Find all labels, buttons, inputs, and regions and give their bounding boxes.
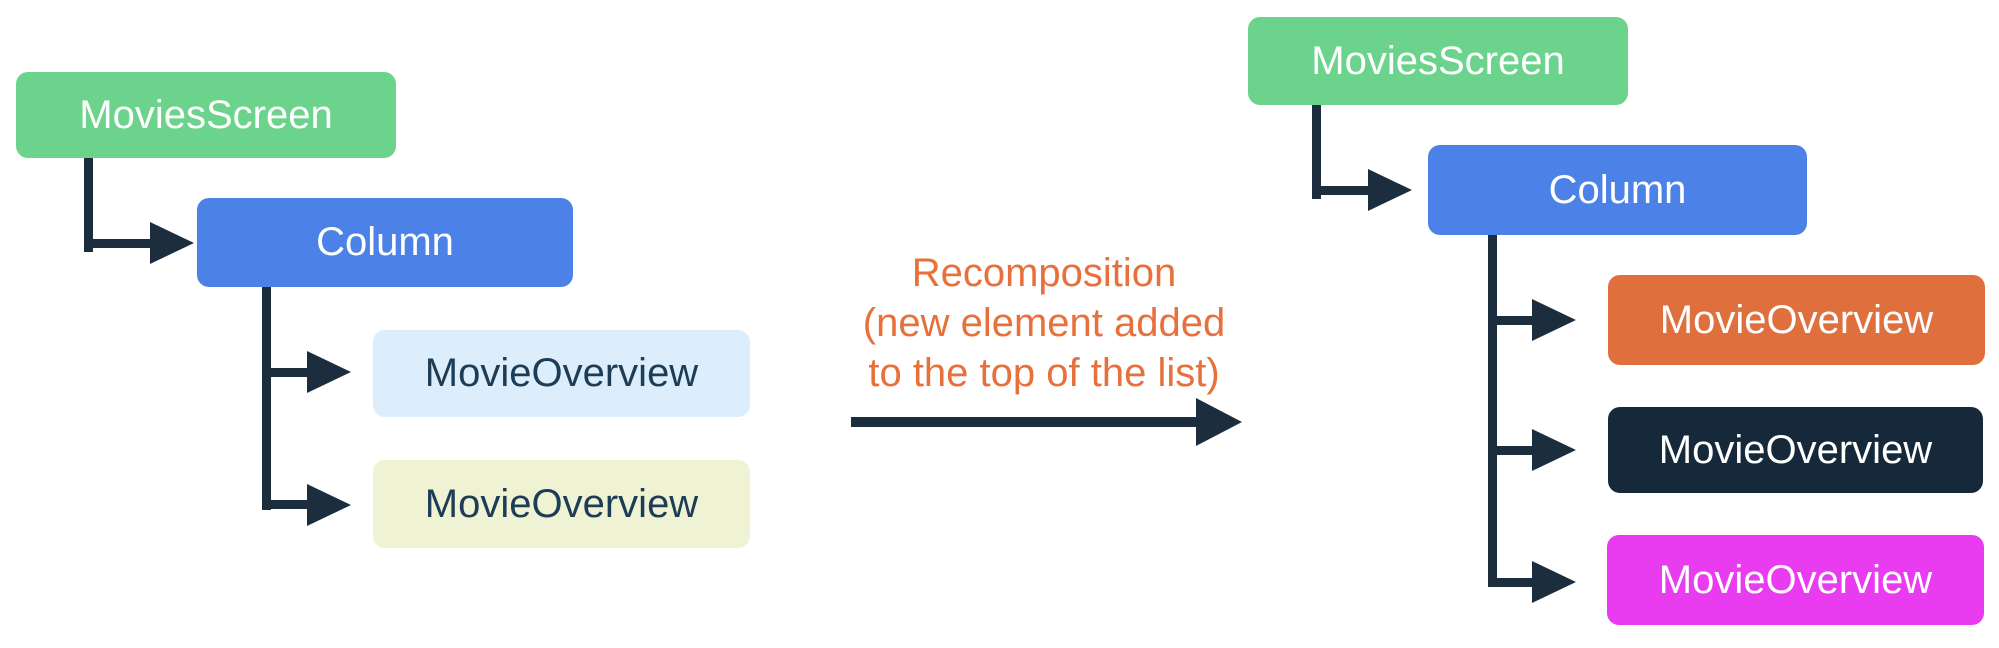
left-root-elbow-horizontal-line: [84, 239, 152, 248]
left-branch1-arrowhead-icon: [307, 351, 351, 393]
right-tree-movieoverview-node-1: MovieOverview: [1608, 275, 1985, 365]
right-branch3-horizontal-line: [1488, 578, 1534, 587]
recomposition-arrowhead-icon: [1196, 398, 1242, 446]
annotation-line-2: (new element added: [862, 301, 1226, 345]
right-branch1-horizontal-line: [1488, 316, 1534, 325]
right-branch2-arrowhead-icon: [1532, 429, 1576, 471]
right-root-elbow-horizontal-line: [1312, 186, 1370, 195]
left-tree-moviesscreen-node: MoviesScreen: [16, 72, 396, 158]
left-tree-column-node: Column: [197, 198, 573, 287]
right-tree-column-node: Column: [1428, 145, 1807, 235]
left-column-trunk-vertical-line: [262, 287, 271, 510]
left-branch2-horizontal-line: [262, 500, 309, 509]
annotation-line-3: to the top of the list): [868, 351, 1220, 395]
right-tree-movieoverview-node-2: MovieOverview: [1608, 407, 1983, 493]
left-root-arrowhead-icon: [150, 222, 194, 264]
right-branch2-horizontal-line: [1488, 446, 1534, 455]
right-tree-moviesscreen-node: MoviesScreen: [1248, 17, 1628, 105]
left-branch2-arrowhead-icon: [307, 484, 351, 526]
right-root-arrowhead-icon: [1368, 169, 1412, 211]
recomposition-arrow-shaft: [851, 417, 1199, 427]
right-branch3-arrowhead-icon: [1532, 561, 1576, 603]
left-tree-movieoverview-node-2: MovieOverview: [373, 460, 750, 548]
right-tree-movieoverview-node-3: MovieOverview: [1607, 535, 1984, 625]
annotation-line-1: Recomposition: [911, 251, 1177, 295]
left-root-elbow-vertical-line: [84, 158, 93, 252]
right-branch1-arrowhead-icon: [1532, 299, 1576, 341]
left-branch1-horizontal-line: [262, 368, 309, 377]
recomposition-annotation: Recomposition (new element added to the …: [794, 248, 1294, 398]
right-column-trunk-vertical-line: [1488, 235, 1497, 587]
right-root-elbow-vertical-line: [1312, 105, 1321, 199]
left-tree-movieoverview-node-1: MovieOverview: [373, 330, 750, 417]
